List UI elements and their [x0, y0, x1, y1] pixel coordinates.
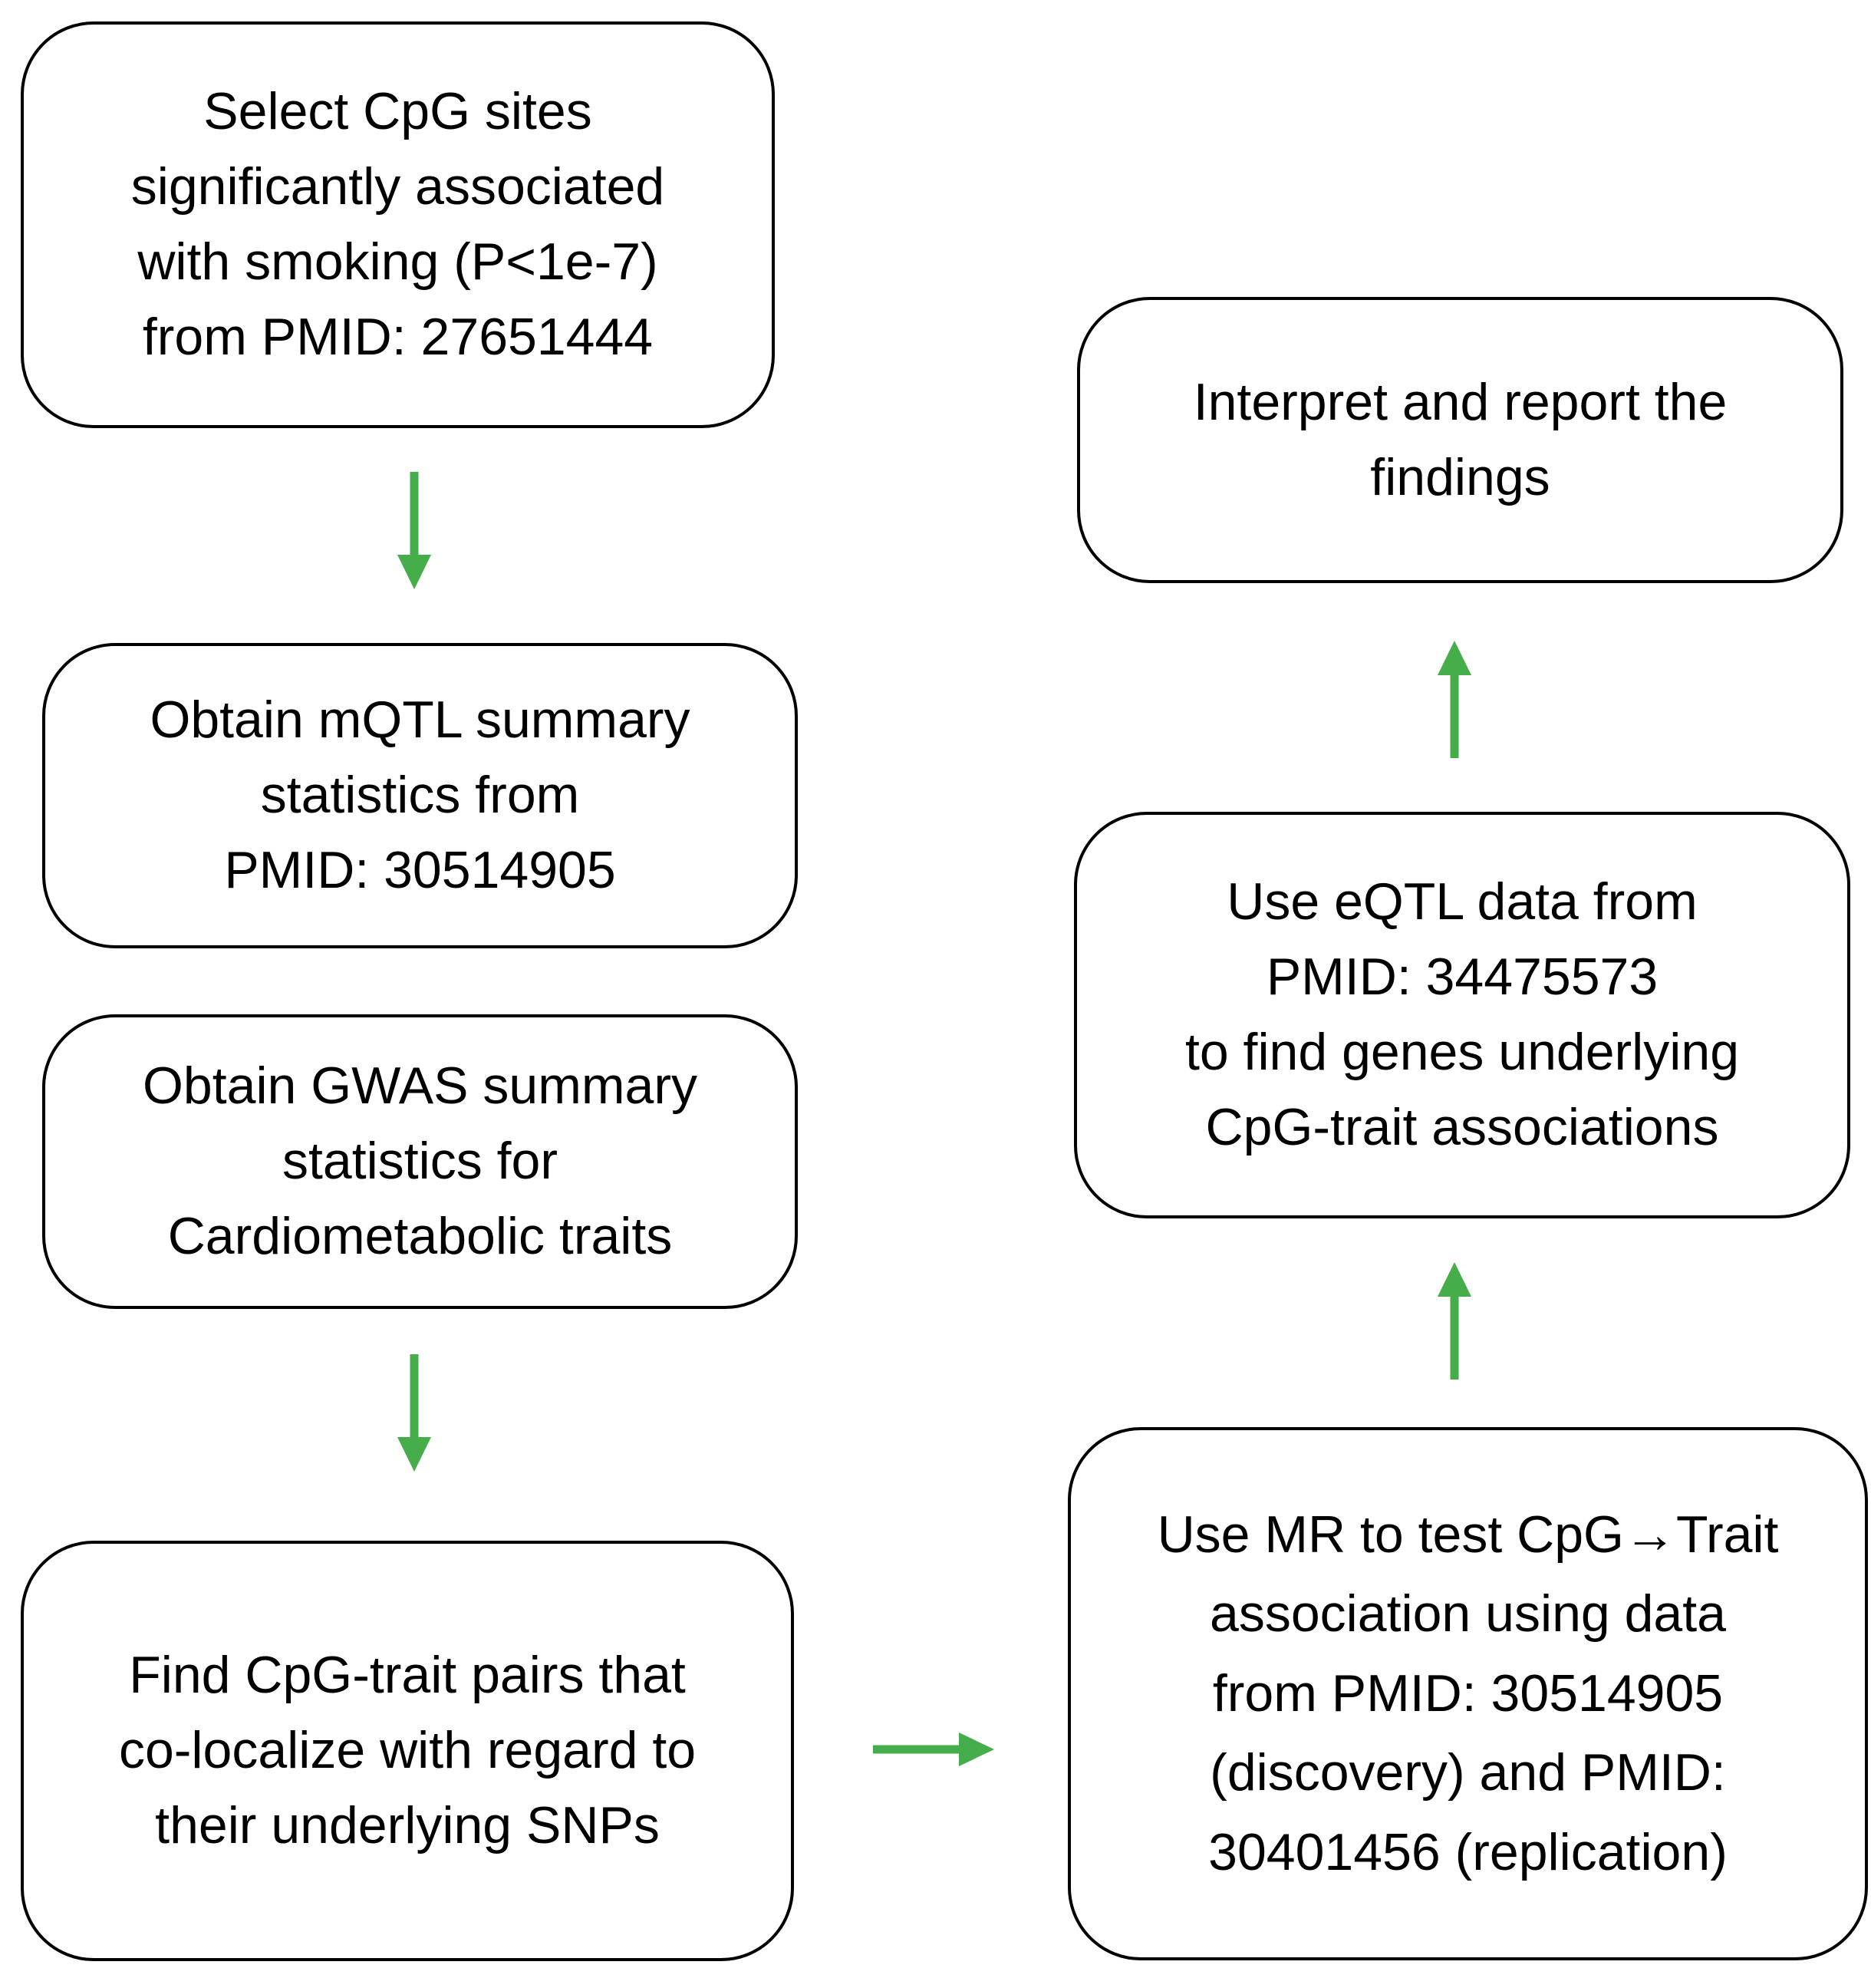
node-text-line: Obtain GWAS summary — [143, 1057, 697, 1116]
node-use-eqtl-data: Use eQTL data from PMID: 34475573 to fin… — [1074, 812, 1850, 1218]
node-text-line: from PMID: 30514905 — [1212, 1663, 1724, 1723]
node-text-line: Obtain mQTL summary — [150, 691, 690, 750]
node-text-line: from PMID: 27651444 — [142, 307, 654, 366]
node-text-line: Use MR to test CpG→Trait — [1157, 1505, 1779, 1564]
node-text-line: significantly associated — [130, 157, 665, 216]
node-text-line: (discovery) and PMID: — [1210, 1743, 1726, 1802]
node-text-line: Interpret and report the — [1193, 372, 1728, 431]
node-text-line: Use eQTL data from — [1227, 872, 1698, 931]
up-arrow-icon — [1438, 641, 1471, 758]
node-obtain-mqtl: Obtain mQTL summary statistics from PMID… — [42, 643, 798, 948]
node-interpret-report: Interpret and report the findings — [1077, 297, 1843, 583]
node-text-line: statistics for — [282, 1132, 558, 1191]
node-text-line: association using data — [1210, 1584, 1726, 1643]
node-text-line: Cardiometabolic traits — [167, 1206, 673, 1265]
node-text-line: their underlying SNPs — [155, 1795, 660, 1854]
node-text-line: with smoking (P<1e-7) — [137, 232, 658, 291]
node-text-line: co-localize with regard to — [118, 1721, 697, 1780]
down-arrow-icon — [397, 472, 431, 589]
node-find-cpg-trait-pairs: Find CpG-trait pairs that co-localize wi… — [21, 1541, 794, 1961]
node-text-line: PMID: 30514905 — [224, 840, 616, 899]
node-text-line: Find CpG-trait pairs that — [129, 1646, 686, 1705]
right-arrow-icon — [873, 1732, 994, 1766]
down-arrow-icon — [397, 1354, 431, 1472]
node-text-line: Select CpG sites — [203, 82, 592, 141]
node-text-line: to find genes underlying — [1184, 1023, 1740, 1081]
node-select-cpg-sites: Select CpG sites significantly associate… — [21, 21, 775, 428]
node-text-line: PMID: 34475573 — [1266, 948, 1659, 1007]
node-obtain-gwas: Obtain GWAS summary statistics for Cardi… — [42, 1014, 798, 1309]
node-use-mr-test: Use MR to test CpG→Trait association usi… — [1068, 1427, 1868, 1960]
node-text-line: findings — [1370, 447, 1550, 506]
node-text-line: CpG-trait associations — [1205, 1097, 1719, 1156]
node-text-line: 30401456 (replication) — [1208, 1822, 1728, 1881]
node-text-line: statistics from — [260, 766, 580, 825]
up-arrow-icon — [1438, 1262, 1471, 1380]
